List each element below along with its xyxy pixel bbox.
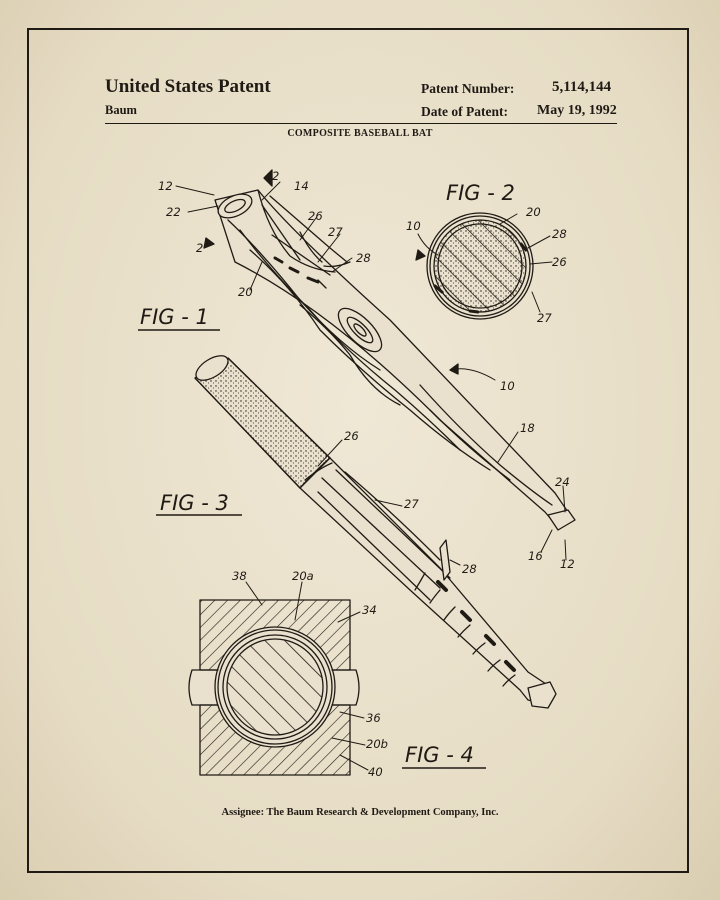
ref-2-top: 2: [272, 169, 279, 183]
ref-22: 22: [166, 205, 181, 219]
ref-40: 40: [368, 765, 383, 779]
ref-34: 34: [362, 603, 377, 617]
ref-18: 18: [520, 421, 535, 435]
fig4-label: FIG - 4: [405, 743, 474, 767]
ref-26-fig1: 26: [308, 209, 323, 223]
ref-28-fig2: 28: [552, 227, 567, 241]
section-arrow-top: [264, 170, 272, 186]
fig2-label: FIG - 2: [446, 181, 515, 205]
ref-27-fig3: 27: [404, 497, 419, 511]
ref-20-fig2: 20: [526, 205, 541, 219]
ref-24: 24: [555, 475, 570, 489]
assignee-line: Assignee: The Baum Research & Developmen…: [0, 807, 720, 818]
section-arrow-bottom: [204, 238, 214, 248]
fig3-label: FIG - 3: [160, 491, 229, 515]
ref-2-bottom: 2: [196, 241, 203, 255]
ref-36: 36: [366, 711, 381, 725]
ref-26-fig2: 26: [552, 255, 567, 269]
fig1-label: FIG - 1: [140, 305, 209, 329]
ref-20a: 20a: [292, 569, 314, 583]
arrow-10-fig1: [450, 364, 458, 374]
ref-28-fig3: 28: [462, 562, 477, 576]
ref-27-fig2: 27: [537, 311, 552, 325]
ref-10-fig1: 10: [500, 379, 515, 393]
ref-20-fig1: 20: [238, 285, 253, 299]
ref-20b: 20b: [366, 737, 388, 751]
ref-38: 38: [232, 569, 247, 583]
ref-27-fig1: 27: [328, 225, 343, 239]
ref-28-fig1: 28: [356, 251, 371, 265]
ref-12-bottom: 12: [560, 557, 575, 571]
fig2-cross-section: [427, 213, 533, 319]
fig4-mold: [189, 600, 359, 775]
arrow-10-fig2: [416, 250, 425, 260]
ref-12-top: 12: [158, 179, 173, 193]
ref-10-fig2: 10: [406, 219, 421, 233]
ref-14: 14: [294, 179, 309, 193]
ref-16: 16: [528, 549, 543, 563]
ref-26-fig3: 26: [344, 429, 359, 443]
